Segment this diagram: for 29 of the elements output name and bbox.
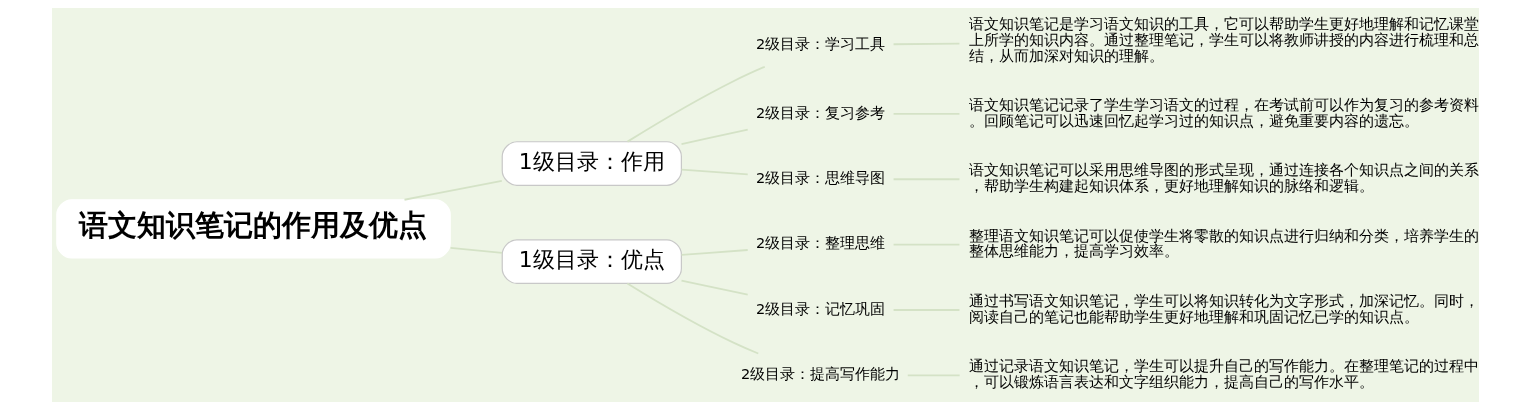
node-text: 通过书写语文知识笔记，学生可以将知识转化为文字形式，加深记忆。同时，阅读自己的笔记也能帮助学生更好地理解和巩固记忆已学的知识点。 <box>968 292 1479 325</box>
node-text: 2级目录：学习工具 <box>755 35 885 52</box>
node-text: 2级目录：记忆巩固 <box>755 300 885 317</box>
node-box: 1级目录：作用 <box>501 141 682 186</box>
connector <box>626 65 766 143</box>
node-box: 语文知识笔记的作用及优点 <box>55 199 451 259</box>
node-text: 2级目录：复习参考 <box>755 104 885 121</box>
node-text: 语文知识笔记记录了学生学习语文的过程，在考试前可以作为复习的参考资料。回顾笔记可以迅速回忆起学习过的知识点，避免重要内容的遗忘。 <box>968 96 1479 129</box>
connector <box>892 113 960 115</box>
node-text: 整理语文知识笔记可以促使学生将零散的知识点进行归纳和分类，培养学生的整体思维能力，提高学习效率。 <box>968 227 1479 260</box>
connector <box>626 282 759 355</box>
connector <box>680 249 749 256</box>
connector <box>892 309 960 311</box>
node-text: 语文知识笔记是学习语文知识的工具，它可以帮助学生更好地理解和记忆课堂上所学的知识内容。通过整理笔记，学生可以将教师讲授的内容进行梳理和总结，从而加深对知识的理解。 <box>968 16 1479 64</box>
connector <box>892 243 960 246</box>
connector <box>403 179 503 201</box>
node-text: 语文知识笔记可以采用思维导图的形式呈现，通过连接各个知识点之间的关系，帮助学生构建起知识体系，更好地理解知识的脉络和逻辑。 <box>968 162 1479 194</box>
node-box: 1级目录：优点 <box>501 239 682 284</box>
connector <box>680 168 749 176</box>
node-text: 2级目录：整理思维 <box>755 235 885 252</box>
connector <box>680 279 749 296</box>
connector <box>892 178 960 181</box>
connector <box>449 247 503 254</box>
node-text: 2级目录：提高写作能力 <box>740 366 900 383</box>
connector <box>906 374 961 377</box>
node-text: 2级目录：思维导图 <box>755 170 885 187</box>
node-text: 通过记录语文知识笔记，学生可以提升自己的写作能力。在整理笔记的过程中，可以锻炼语言表达和文字组织能力，提高自己的写作水平。 <box>968 358 1479 390</box>
connector <box>680 128 749 146</box>
connector <box>892 42 960 46</box>
